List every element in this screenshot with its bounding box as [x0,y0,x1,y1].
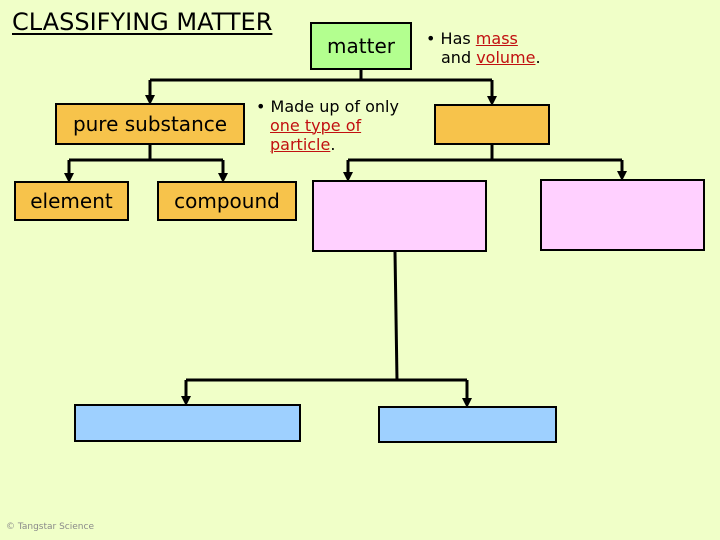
pure-substance-note-line2: one type of [256,116,399,135]
element-box: element [14,181,129,221]
colloid-suspension-box [74,404,301,442]
mixture-box [434,104,550,145]
keyword-particle: particle [270,135,331,154]
matter-note: • Has mass and volume. [426,29,541,67]
pure-substance-note-line3: particle. [256,135,399,154]
pure-substance-note: • Made up of only one type of particle. [256,97,399,154]
bullet: • [426,29,436,48]
matter-note-line1: • Has mass [426,29,541,48]
element-label: element [30,189,113,213]
pure-substance-box: pure substance [55,103,245,145]
bullet: • [256,97,266,116]
matter-label: matter [327,34,395,58]
pure-substance-note-line1: • Made up of only [256,97,399,116]
keyword-one-type-of: one type of [270,116,362,135]
note-text: and [441,48,477,67]
connector-heterogeneous [393,251,399,381]
note-text: . [330,135,336,154]
heterogeneous-mixture-box [312,180,487,252]
page-title: CLASSIFYING MATTER [12,8,273,36]
copyright-text: © Tangstar Science [6,522,94,532]
note-text: Made up of only [270,97,399,116]
pure-substance-label: pure substance [72,112,228,136]
note-text: Has [440,29,476,48]
solution-box [378,406,557,443]
note-text: . [535,48,541,67]
keyword-volume: volume [476,48,536,67]
compound-box: compound [157,181,297,221]
keyword-mass: mass [475,29,518,48]
matter-note-line2: and volume. [426,48,541,67]
matter-box: matter [310,22,412,70]
compound-label: compound [174,189,280,213]
